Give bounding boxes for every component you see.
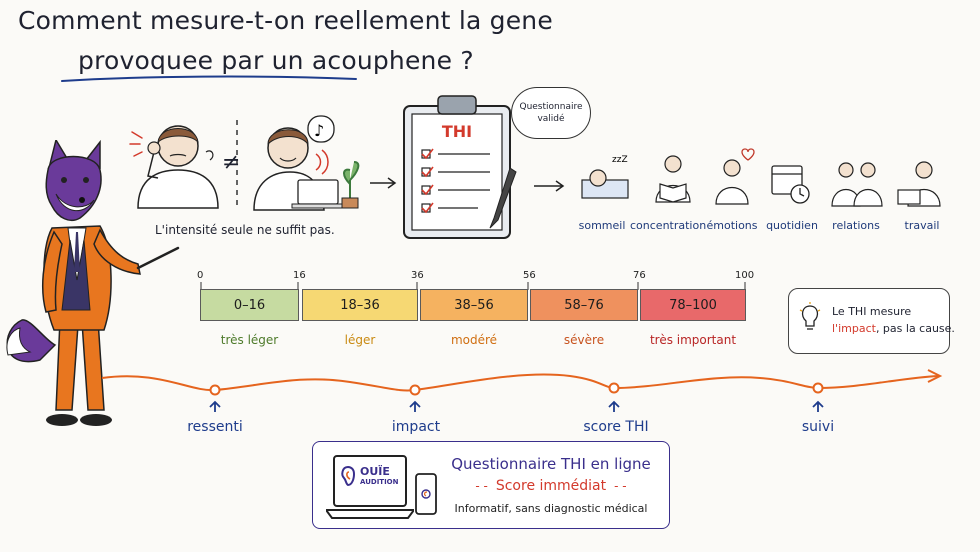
two-people-icon — [831, 162, 883, 207]
validated-questionnaire-bubble: Questionnaire validé — [511, 87, 591, 139]
timeline-step-impact: impact — [391, 419, 441, 435]
segment-label-severe: sévère — [563, 333, 605, 347]
segment-range: 38–56 — [454, 297, 494, 313]
separator-dashed-line — [236, 120, 238, 208]
domain-label-concentration: concentration — [630, 219, 707, 232]
segment-range: 18–36 — [340, 297, 380, 313]
bubble-text-line-2: validé — [537, 114, 565, 124]
sleeping-person-icon: zzZ — [581, 155, 629, 199]
calendar-clock-icon — [771, 165, 810, 204]
brand-name-line-2: AUDITION — [360, 477, 399, 486]
domain-label-sleep: sommeil — [578, 219, 626, 232]
scale-segment-very-important: 78–100 — [640, 289, 746, 321]
scale-tick-76: 76 — [633, 270, 646, 281]
scale-tick-16: 16 — [293, 270, 306, 281]
reading-person-icon — [655, 155, 691, 203]
domain-label-relations: relations — [832, 219, 880, 232]
svg-text:zzZ: zzZ — [612, 155, 628, 165]
distressed-person-illustration — [129, 125, 219, 209]
thi-note-text: Le THI mesure l'impact, pas la cause. — [832, 303, 955, 337]
clipboard-icon — [403, 95, 517, 239]
smartphone-icon — [415, 473, 437, 515]
domain-label-daily-life: quotidien — [766, 219, 818, 232]
bubble-text-line-1: Questionnaire — [519, 102, 583, 112]
arrow-right-icon — [534, 180, 565, 192]
note-line-2: , pas la cause. — [875, 322, 955, 335]
segment-range: 78–100 — [669, 297, 717, 313]
svg-text:♪: ♪ — [314, 121, 324, 140]
scale-segment-severe: 58–76 — [530, 289, 638, 321]
segment-range: 0–16 — [233, 297, 266, 313]
lightbulb-icon — [799, 302, 821, 330]
scale-tick-marks — [200, 282, 746, 290]
timeline-step-felt: ressenti — [187, 419, 243, 435]
scale-tick-36: 36 — [411, 270, 424, 281]
cta-subheading-row: - - Score immédiat - - — [446, 478, 656, 494]
not-equal-sign: ≠ — [222, 150, 241, 175]
note-line-1: Le THI mesure — [832, 305, 912, 318]
segment-label-moderate: modéré — [450, 333, 498, 347]
scale-segment-very-light: 0–16 — [200, 289, 299, 321]
ear-logo-icon — [341, 465, 356, 487]
scale-segment-moderate: 38–56 — [420, 289, 528, 321]
segment-range: 58–76 — [564, 297, 604, 313]
scale-tick-100: 100 — [735, 270, 755, 281]
cta-heading: Questionnaire THI en ligne — [451, 455, 651, 473]
intensity-caption: L'intensité seule ne suffit pas. — [155, 223, 335, 237]
domain-label-emotions: émotions — [706, 219, 758, 232]
segment-label-very-light: très léger — [220, 333, 279, 347]
clipboard-thi-label: THI — [441, 122, 473, 141]
scale-segment-light: 18–36 — [302, 289, 418, 321]
scale-tick-0: 0 — [197, 270, 204, 281]
title-line-1: Comment mesure-t-on reellement la gene — [18, 6, 553, 35]
brand-name-line-1: OUÏE — [360, 464, 390, 478]
domain-label-work: travail — [904, 219, 940, 232]
timeline-wave-arrow — [101, 369, 943, 412]
fox-mascot-illustration — [6, 140, 180, 426]
scale-tick-56: 56 — [523, 270, 536, 281]
title-line-2: provoquee par un acouphene ? — [78, 46, 474, 75]
note-highlight: l'impact — [832, 322, 876, 335]
dash-decoration-icon: - - — [614, 479, 627, 493]
segment-label-very-important: très important — [649, 333, 737, 347]
cta-footnote: Informatif, sans diagnostic médical — [454, 502, 648, 515]
timeline-step-thi-score: score THI — [583, 419, 649, 435]
cta-subheading: Score immédiat — [495, 478, 607, 494]
brand-logo: OUÏE AUDITION — [340, 465, 404, 487]
emotions-person-icon — [715, 148, 755, 205]
segment-label-light: léger — [344, 333, 376, 347]
thi-note-box — [788, 288, 950, 354]
calm-person-illustration: ♪ — [253, 115, 360, 211]
arrow-right-icon — [370, 177, 397, 189]
timeline-step-follow-up: suivi — [801, 419, 835, 435]
dash-decoration-icon: - - — [475, 479, 488, 493]
person-laptop-icon — [897, 161, 941, 207]
title-underline — [61, 75, 357, 82]
